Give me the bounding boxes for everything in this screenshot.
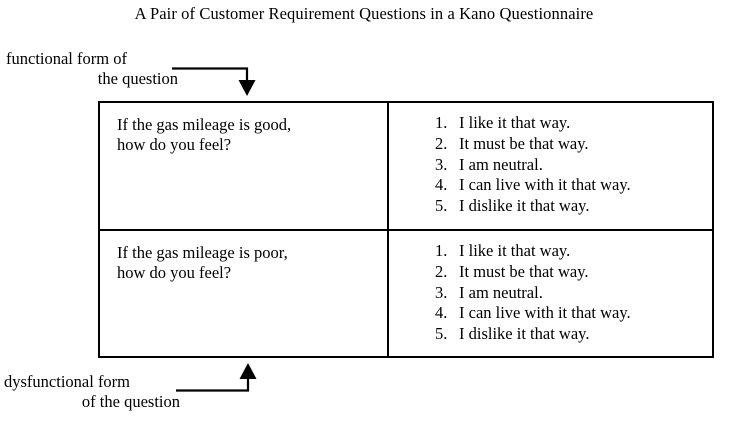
list-item[interactable]: 4. I can live with it that way. [389, 303, 714, 324]
answer-text: I am neutral. [459, 282, 543, 302]
answer-number: 4. [435, 303, 448, 323]
functional-form-label-line1: functional form of [6, 49, 127, 68]
answer-text: It must be that way. [459, 133, 589, 153]
answer-text: I dislike it that way. [459, 196, 590, 216]
answer-number: 1. [435, 113, 448, 132]
answer-text: I am neutral. [459, 154, 543, 174]
answer-number: 1. [435, 241, 448, 260]
answer-number: 2. [435, 133, 448, 153]
functional-question-line1: If the gas mileage is good, [117, 115, 292, 134]
functional-form-label-line2: the question [97, 68, 178, 88]
functional-question-cell: If the gas mileage is good, how do you f… [100, 103, 388, 231]
functional-question-line2: how do you feel? [117, 135, 232, 154]
list-item[interactable]: 3. I am neutral. [389, 155, 714, 176]
answer-text: I dislike it that way. [459, 324, 590, 344]
answer-number: 3. [435, 282, 448, 302]
answer-number: 3. [435, 154, 448, 174]
answer-text: I like it that way. [459, 241, 571, 260]
list-item[interactable]: 2. It must be that way. [389, 134, 714, 155]
table-row: If the gas mileage is good, how do you f… [100, 103, 714, 231]
dysfunctional-question-cell: If the gas mileage is poor, how do you f… [100, 230, 388, 358]
answer-number: 5. [435, 196, 448, 216]
answer-number: 5. [435, 324, 448, 344]
dysfunctional-form-label-line2: of the question [81, 391, 180, 411]
dysfunctional-form-label-line1: dysfunctional form [4, 372, 131, 391]
list-item[interactable]: 4. I can live with it that way. [389, 175, 714, 196]
answer-text: I like it that way. [459, 113, 571, 132]
dysfunctional-answers-cell: 1. I like it that way. 2. It must be that … [387, 230, 714, 358]
functional-answer-list: 1. I like it that way. 2. It must be that … [389, 103, 714, 217]
answer-number: 4. [435, 175, 448, 195]
page-title: A Pair of Customer Requirement Questions… [134, 4, 594, 23]
functional-question-text: If the gas mileage is good, how do you f… [100, 103, 387, 155]
kano-questionnaire-table: If the gas mileage is good, how do you f… [98, 101, 714, 358]
answer-text: I can live with it that way. [459, 175, 631, 195]
list-item[interactable]: 2. It must be that way. [389, 262, 714, 283]
list-item[interactable]: 5. I dislike it that way. [389, 196, 714, 217]
dysfunctional-question-text: If the gas mileage is poor, how do you f… [100, 231, 387, 283]
answer-text: I can live with it that way. [459, 303, 631, 323]
functional-answers-cell: 1. I like it that way. 2. It must be that … [387, 103, 714, 231]
list-item[interactable]: 1. I like it that way. [389, 113, 714, 134]
dysfunctional-question-line2: how do you feel? [117, 263, 232, 282]
answer-number: 2. [435, 261, 448, 281]
dysfunctional-arrow-icon [176, 363, 257, 392]
functional-arrow-icon [172, 67, 256, 96]
table-row: If the gas mileage is poor, how do you f… [100, 230, 714, 358]
dysfunctional-form-label: dysfunctional form of the question [4, 372, 180, 411]
list-item[interactable]: 5. I dislike it that way. [389, 324, 714, 345]
list-item[interactable]: 1. I like it that way. [389, 241, 714, 262]
dysfunctional-answer-list: 1. I like it that way. 2. It must be that … [389, 231, 714, 345]
dysfunctional-question-line1: If the gas mileage is poor, [117, 243, 288, 262]
answer-text: It must be that way. [459, 261, 589, 281]
list-item[interactable]: 3. I am neutral. [389, 283, 714, 304]
functional-form-label: functional form of the question [6, 49, 178, 88]
